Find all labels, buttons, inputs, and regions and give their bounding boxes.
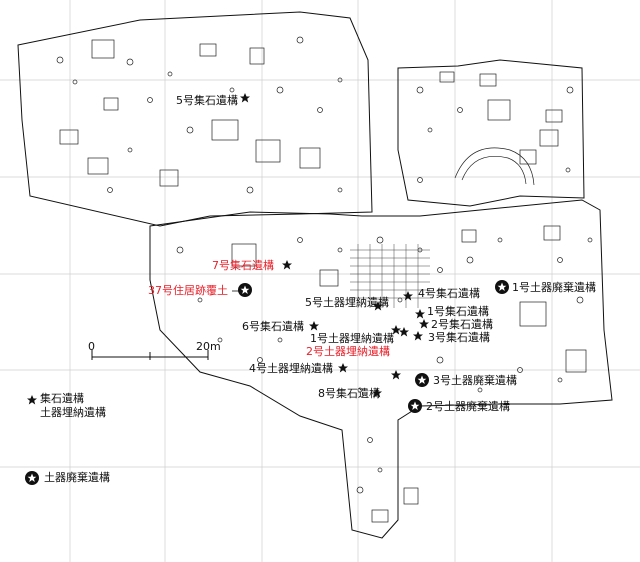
label-site-1: 1号集石遺構	[427, 305, 489, 318]
excavation-outline	[17, 11, 613, 539]
label-site-7: 7号集石遺構	[212, 259, 274, 272]
star-icon	[282, 260, 292, 270]
label-site-2: 2号集石遺構	[431, 318, 493, 331]
scale-bar	[91, 350, 209, 360]
circled-star-icon	[495, 280, 509, 294]
dense-feature-cluster	[350, 244, 430, 308]
label-waste-3: 3号土器廃棄遺構	[433, 374, 517, 387]
star-icon	[27, 395, 37, 405]
label-site-5: 5号集石遺構	[176, 94, 238, 107]
star-icon	[391, 370, 401, 380]
scale-label-zero: 0	[88, 340, 95, 353]
star-icon	[309, 321, 319, 331]
waste-markers	[25, 280, 509, 485]
circled-star-icon	[415, 373, 429, 387]
star-icon	[399, 327, 409, 337]
label-site-8: 8号集石遺構	[318, 387, 380, 400]
star-icon	[338, 363, 348, 373]
star-icon	[403, 291, 413, 301]
circled-star-icon	[238, 283, 252, 297]
label-dwelling-37: 37号住居跡覆土	[148, 284, 228, 297]
label-site-4: 4号集石遺構	[418, 287, 480, 300]
star-icon	[372, 388, 382, 398]
legend-label-burial: 土器埋納遺構	[40, 406, 106, 419]
star-icon	[413, 331, 423, 341]
legend-label-waste: 土器廃棄遺構	[44, 471, 110, 484]
feature-markers	[27, 93, 429, 405]
label-site-6: 6号集石遺構	[242, 320, 304, 333]
circled-star-icon	[408, 399, 422, 413]
label-pot-2: 2号土器埋納遺構	[306, 345, 390, 358]
label-pot-5: 5号土器埋納遺構	[305, 296, 389, 309]
scale-label-max: 20m	[196, 340, 221, 353]
label-waste-1: 1号土器廃棄遺構	[512, 281, 596, 294]
label-pot-1: 1号土器埋納遺構	[310, 332, 394, 345]
star-icon	[391, 325, 401, 335]
star-icon	[240, 93, 250, 103]
feature-pits	[56, 36, 593, 523]
label-pot-4: 4号土器埋納遺構	[249, 362, 333, 375]
legend-label-stones: 集石遺構	[40, 392, 84, 405]
label-site-3: 3号集石遺構	[428, 331, 490, 344]
star-icon	[419, 319, 429, 329]
star-icon	[415, 309, 425, 319]
label-waste-2: 2号土器廃棄遺構	[426, 400, 510, 413]
star-icon	[373, 301, 383, 311]
circled-star-icon	[25, 471, 39, 485]
